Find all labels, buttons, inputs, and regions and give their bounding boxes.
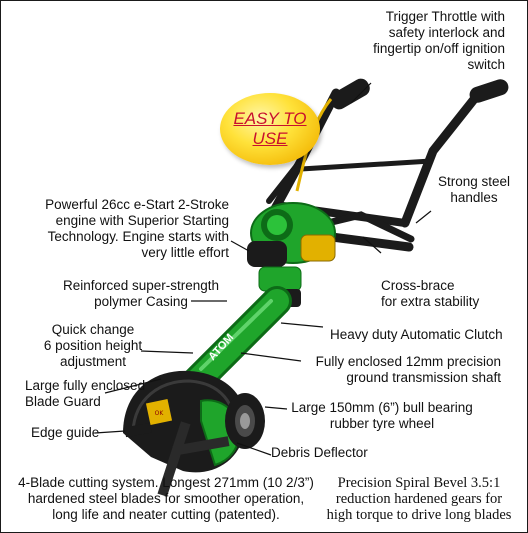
cutting-blades	[157, 421, 230, 497]
badge-line-1: EASY TO	[233, 109, 307, 128]
polymer-casing-label: Reinforced super-strength polymer Casing	[62, 278, 220, 309]
rubber-tyre-wheel	[225, 393, 265, 449]
edge-guide-label: Edge guide	[31, 425, 100, 440]
cutting-system-label: 4-Blade cutting system. Longest 271mm (1…	[18, 475, 314, 522]
height-adjustment-label: Quick change 6 position height adjustmen…	[43, 322, 143, 369]
handle-grips	[330, 78, 509, 110]
tyre-wheel-label: Large 150mm (6”) bull bearing rubber tyr…	[291, 400, 473, 431]
bevel-gears-label: Precision Spiral Bevel 3.5:1 reduction h…	[326, 475, 512, 523]
engine-body	[247, 202, 336, 307]
debris-deflector-label: Debris Deflector	[271, 445, 368, 460]
engine-label: Powerful 26cc e-Start 2-Stroke engine wi…	[45, 197, 229, 260]
automatic-clutch-label: Heavy duty Automatic Clutch	[330, 327, 503, 342]
cross-brace-label: Cross-brace for extra stability	[381, 278, 480, 309]
svg-text:OK: OK	[155, 410, 165, 417]
pointer-lines	[94, 82, 432, 456]
steel-handles-label: Strong steel handles	[437, 174, 511, 205]
blade-guard-label: Large fully enclosed Blade Guard	[25, 378, 146, 409]
transmission-shaft-label: Fully enclosed 12mm precision ground tra…	[315, 354, 501, 385]
trigger-throttle-label: Trigger Throttle with safety interlock a…	[373, 9, 505, 72]
badge-line-2: USE	[252, 129, 288, 148]
easy-to-use-badge: EASY TO USE	[220, 93, 320, 165]
edge-guide	[124, 422, 152, 438]
